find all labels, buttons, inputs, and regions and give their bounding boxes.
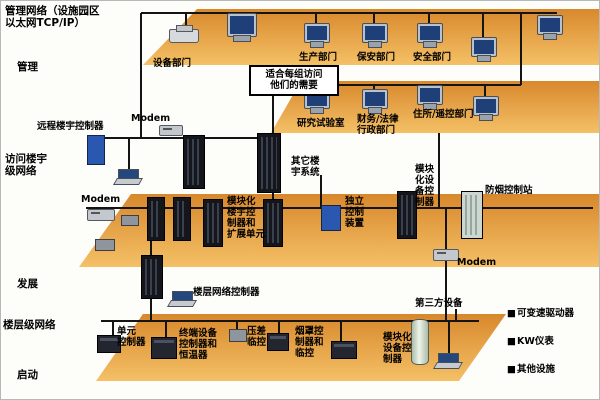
label-modem-left: Modem [81, 194, 121, 205]
bullet-icon: ■ [507, 308, 516, 319]
controller-cabinet-icon [257, 133, 281, 193]
small-device-icon [121, 215, 139, 226]
modem-icon [87, 209, 115, 221]
computer-icon [473, 96, 499, 121]
modem-icon [159, 125, 183, 136]
laptop-icon [167, 291, 195, 307]
label-modem-right: Modem [457, 257, 497, 268]
independent-control-device-icon [321, 205, 341, 231]
legend-item-variable-speed-drive: ■可变速驱动器 [507, 305, 574, 319]
computer-icon [362, 89, 388, 114]
small-device-icon [95, 239, 115, 251]
label-hood-controller-monitor: 烟罩控 制器和 临控 [295, 326, 324, 359]
label-level-development: 发展 [17, 278, 38, 290]
computer-icon [471, 37, 497, 62]
label-modular-building-controller: 模块化 楼宇控 制器和 扩展单元 [227, 196, 266, 240]
computer-icon [537, 15, 563, 40]
access-needs-note: 适合每组访问 他们的需要 [249, 65, 339, 96]
label-equipment-dept: 设备部门 [153, 58, 192, 69]
smoke-control-station-icon [461, 191, 483, 239]
modular-building-controller-icon [203, 199, 223, 247]
computer-icon [417, 85, 443, 110]
label-remote-building-controller: 远程楼宇控制器 [37, 121, 104, 132]
label-pressure-monitor: 压差 临控 [247, 326, 267, 348]
legend-label: 可变速驱动器 [516, 308, 574, 319]
computer-icon [362, 23, 388, 48]
laptop-icon [113, 169, 141, 185]
legend-item-other-facilities: ■其他设施 [507, 361, 555, 375]
remote-building-controller-icon [87, 135, 105, 165]
label-level-access-building: 访问楼宇 级网络 [5, 153, 47, 178]
computer-icon [417, 23, 443, 48]
hood-controller-icon [267, 333, 289, 351]
modular-equipment-controller-icon [411, 319, 429, 365]
computer-icon [304, 23, 330, 48]
printer-icon [169, 25, 199, 43]
terminal-controller-icon [151, 337, 177, 359]
diagram-title: 管理网络（设施园区 以太网TCP/IP） [5, 5, 100, 30]
computer-icon [227, 13, 257, 42]
unit-controller-icon [97, 335, 121, 353]
expansion-unit-cabinet-icon [263, 199, 283, 247]
bullet-icon: ■ [507, 364, 516, 375]
controller-cabinet-icon [183, 135, 205, 189]
label-residence-remote-dept: 住所/遥控部门 [413, 109, 474, 120]
label-modular-equipment-controller: 模块 化设 备控 制器 [415, 164, 435, 208]
label-security-dept: 保安部门 [357, 52, 396, 63]
label-level-management: 管理 [17, 61, 38, 73]
platform-floor-level-network [96, 314, 506, 381]
pressure-monitor-icon [229, 329, 247, 342]
label-other-building-systems: 其它楼 宇系统 [291, 156, 320, 178]
label-modem-top: Modem [131, 113, 171, 124]
label-smoke-control-station: 防烟控制站 [485, 185, 533, 196]
label-level-startup: 启动 [17, 369, 38, 381]
label-terminal-controller-thermostat: 终端设备 控制器和 恒温器 [179, 328, 218, 361]
device-box-icon [331, 341, 357, 359]
laptop-icon [433, 353, 461, 369]
label-floor-network-controller: 楼层网络控制器 [193, 287, 260, 298]
label-safety-dept: 安全部门 [413, 52, 452, 63]
legend-label: 其他设施 [516, 364, 555, 375]
label-modular-equipment-controller-floor: 模块化 设备控 制器 [383, 332, 412, 365]
label-research-lab: 研究试验室 [297, 118, 345, 129]
floor-network-controller-icon [141, 255, 163, 299]
label-unit-controller: 单元 控制器 [117, 326, 146, 348]
controller-cabinet-icon [147, 197, 165, 241]
label-third-party-devices: 第三方设备 [415, 298, 463, 309]
modular-equipment-controller-icon [397, 191, 417, 239]
label-finance-legal-dept: 财务/法律 行政部门 [357, 114, 399, 136]
controller-cabinet-icon [173, 197, 191, 241]
legend-item-kw-meter: ■KW仪表 [507, 333, 554, 347]
label-independent-control-device: 独立 控制 装置 [345, 196, 365, 229]
legend-label: KW仪表 [516, 336, 554, 347]
modem-icon [433, 249, 459, 261]
label-level-floor-network: 楼层级网络 [3, 319, 56, 331]
label-production-dept: 生产部门 [299, 52, 338, 63]
bullet-icon: ■ [507, 336, 516, 347]
